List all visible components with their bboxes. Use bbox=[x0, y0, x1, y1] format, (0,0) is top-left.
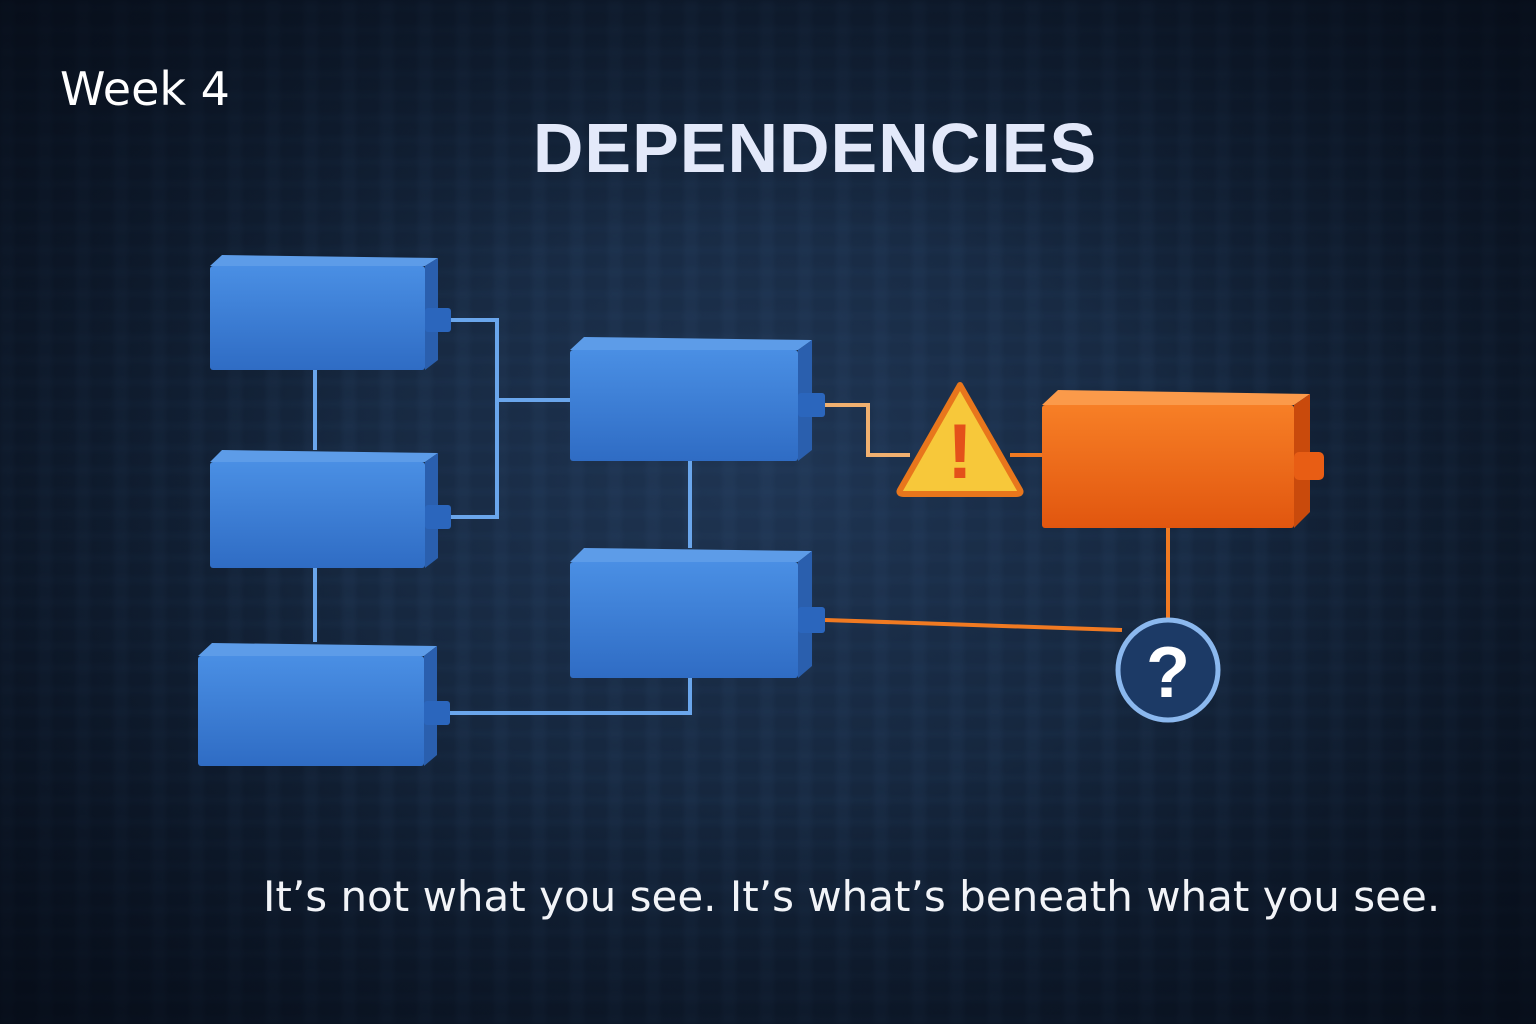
week-label: Week 4 bbox=[60, 62, 230, 116]
page-title: DEPENDENCIES bbox=[532, 109, 1098, 187]
caption: It’s not what you see. It’s what’s benea… bbox=[263, 872, 1441, 921]
warning-triangle-icon: ! bbox=[896, 382, 1024, 497]
port bbox=[798, 393, 825, 417]
link-b2-question bbox=[824, 618, 1123, 632]
port bbox=[424, 701, 450, 725]
link-b1-warning bbox=[825, 403, 910, 457]
link-a3-b2 bbox=[450, 677, 692, 715]
port bbox=[425, 505, 451, 529]
block-b2 bbox=[570, 548, 825, 678]
port bbox=[425, 308, 451, 332]
block-b1 bbox=[570, 337, 825, 461]
question-circle-icon: ? bbox=[1115, 617, 1221, 723]
block-a2 bbox=[210, 450, 451, 568]
critical-block bbox=[1042, 390, 1324, 528]
orange-connectors bbox=[824, 403, 1170, 632]
port bbox=[1294, 452, 1324, 480]
port bbox=[798, 607, 825, 633]
warning-symbol: ! bbox=[947, 407, 973, 495]
blue-connectors bbox=[313, 318, 692, 715]
block-a3 bbox=[198, 643, 450, 766]
question-symbol: ? bbox=[1146, 633, 1190, 713]
block-a1 bbox=[210, 255, 451, 370]
link-a1-a2-port bbox=[450, 318, 499, 519]
